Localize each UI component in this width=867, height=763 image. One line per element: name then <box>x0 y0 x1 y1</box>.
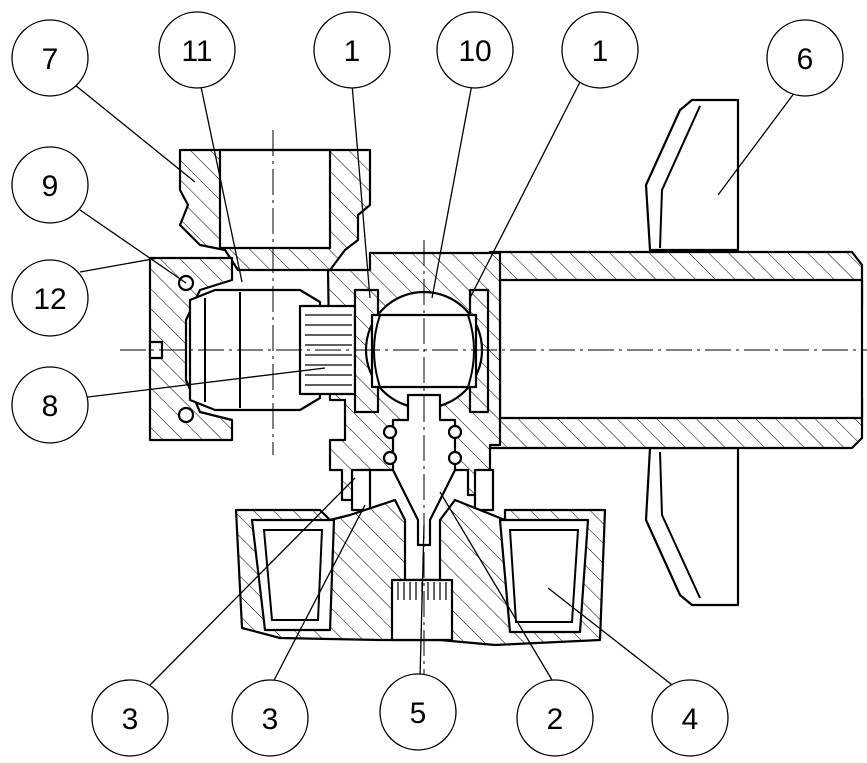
callout-1a: 1 <box>313 11 391 89</box>
callout-1b-label: 1 <box>592 35 609 68</box>
callout-3b: 3 <box>231 679 309 757</box>
leader-lines <box>74 81 796 689</box>
callout-2-label: 2 <box>547 703 564 736</box>
callout-8: 8 <box>11 366 89 444</box>
callout-7: 7 <box>11 19 89 97</box>
callout-9-label: 9 <box>42 170 59 203</box>
callout-6-label: 6 <box>797 43 814 76</box>
callout-2: 2 <box>516 679 594 757</box>
stem <box>350 393 495 547</box>
outlet-pipe <box>488 250 864 450</box>
callout-10-label: 10 <box>458 35 491 68</box>
callout-3a: 3 <box>91 679 169 757</box>
callout-12: 12 <box>11 259 89 337</box>
callout-3a-label: 3 <box>122 703 139 736</box>
callout-12-label: 12 <box>33 283 66 316</box>
callout-9: 9 <box>11 146 89 224</box>
callout-10: 10 <box>436 11 514 89</box>
callout-6: 6 <box>766 19 844 97</box>
callout-5: 5 <box>379 673 457 751</box>
callout-8-label: 8 <box>42 390 59 423</box>
o-rings <box>177 274 195 424</box>
callout-7-label: 7 <box>42 43 59 76</box>
center-lines <box>120 130 867 675</box>
callout-1b: 1 <box>561 11 639 89</box>
callouts: 7 11 1 10 1 6 9 12 <box>11 11 844 757</box>
callout-5-label: 5 <box>410 697 427 730</box>
escutcheon-flange <box>644 98 740 607</box>
callout-4: 4 <box>651 679 729 757</box>
callout-4-label: 4 <box>682 703 699 736</box>
callout-1a-label: 1 <box>344 35 361 68</box>
callout-11: 11 <box>158 11 236 89</box>
callout-3b-label: 3 <box>262 703 279 736</box>
callout-11-label: 11 <box>181 35 212 68</box>
